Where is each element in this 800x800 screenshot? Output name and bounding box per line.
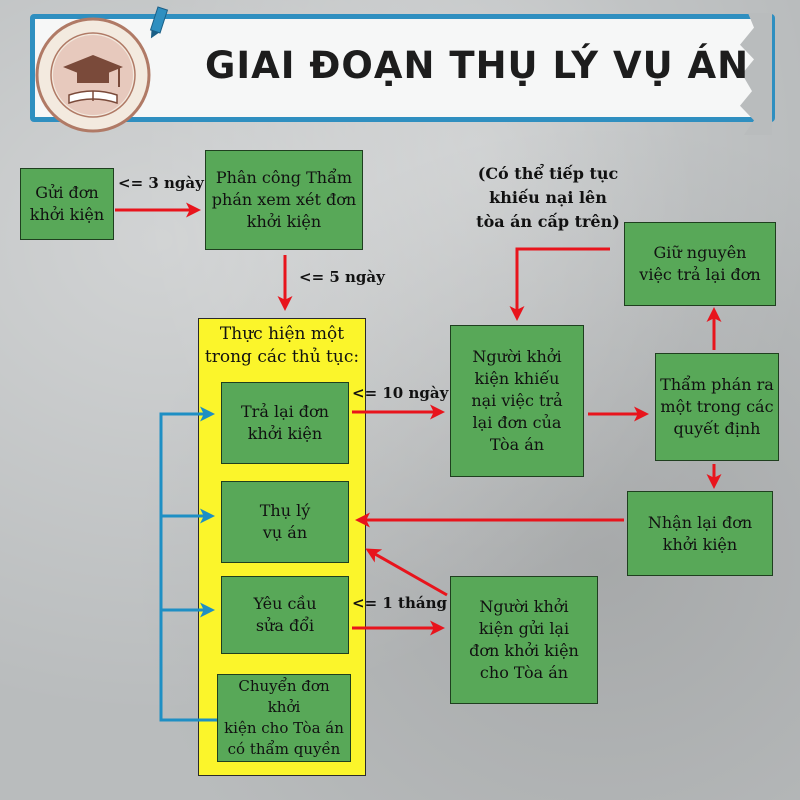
node-chuyen-don: Chuyển đơn khởi kiện cho Tòa án có thẩm …	[217, 674, 351, 762]
node-phan-cong-tham-phan: Phân công Thẩm phán xem xét đơn khởi kiệ…	[205, 150, 363, 250]
node-khieu-nai: Người khởi kiện khiếu nại việc trả lại đ…	[450, 325, 584, 477]
arrow-gui-lai-to-thu-ly	[365, 548, 448, 597]
node-tra-lai-don: Trả lại đơn khởi kiện	[221, 382, 349, 464]
arrow-note-to-khieu-nai	[509, 247, 610, 321]
node-gui-lai-don: Người khởi kiện gửi lại đơn khởi kiện ch…	[450, 576, 598, 704]
label-5-ngay: <= 5 ngày	[299, 268, 385, 286]
arrow-blue-bracket-tra-lai	[159, 406, 217, 722]
node-nhan-lai-don: Nhận lại đơn khởi kiện	[627, 491, 773, 576]
appeal-note: (Có thể tiếp tục khiếu nại lên tòa án cấ…	[476, 164, 620, 231]
node-giu-nguyen: Giữ nguyên việc trả lại đơn	[624, 222, 776, 306]
page-title: GIAI ĐOẠN THỤ LÝ VỤ ÁN	[205, 44, 750, 87]
label-10-ngay: <= 10 ngày	[352, 384, 449, 402]
label-1-thang: <= 1 tháng	[352, 594, 447, 612]
label-3-ngay: <= 3 ngày	[118, 174, 204, 192]
pencil-icon	[149, 6, 169, 39]
school-seal-logo-icon	[35, 17, 151, 133]
node-thu-ly-vu-an: Thụ lý vụ án	[221, 481, 349, 563]
node-tham-phan-quyet-dinh: Thẩm phán ra một trong các quyết định	[655, 353, 779, 461]
node-gui-don: Gửi đơn khởi kiện	[20, 168, 114, 240]
procedures-title: Thực hiện một trong các thủ tục:	[204, 324, 360, 367]
node-yeu-cau-sua-doi: Yêu cầu sửa đổi	[221, 576, 349, 654]
